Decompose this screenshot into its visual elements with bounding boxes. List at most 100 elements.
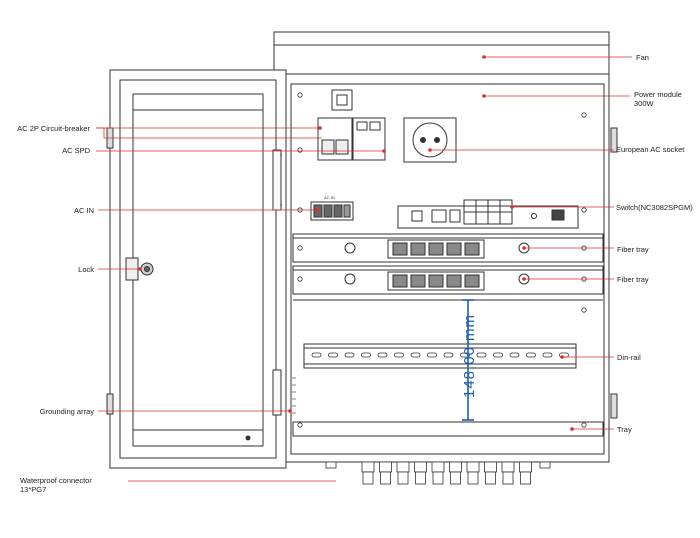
cable-gland	[449, 461, 462, 473]
cable-gland-nut	[397, 471, 409, 485]
label-text: Tray	[617, 425, 632, 434]
label-power-module: Power module 300W	[634, 90, 682, 108]
label-switch: Switch(NC3082SPGM)	[616, 203, 693, 212]
cable-gland	[361, 461, 375, 473]
leader-dot	[382, 149, 386, 153]
leader-dot	[510, 205, 514, 209]
label-text: AC 2P Circuit-breaker	[17, 124, 90, 133]
cable-gland-nut	[362, 471, 374, 485]
label-text: Power module	[634, 90, 682, 99]
mounting-bolt	[297, 147, 303, 153]
leader-dot	[522, 246, 526, 250]
mounting-bolt	[581, 422, 587, 428]
label-text: Fiber tray	[617, 245, 649, 254]
cable-gland	[414, 461, 427, 473]
leader-dot	[138, 267, 142, 271]
label-ac-spd: AC SPD	[4, 146, 90, 155]
mounting-bolt	[581, 207, 587, 213]
din-rail-slot	[526, 352, 536, 358]
label-fan: Fan	[636, 53, 649, 62]
door-screw	[245, 435, 251, 441]
din-rail-slot	[542, 352, 553, 358]
din-rail-slot	[476, 352, 487, 358]
mounting-bolt	[581, 112, 587, 118]
label-text: Din-rail	[617, 353, 641, 362]
mounting-bolt	[297, 92, 303, 98]
cable-gland-nut	[450, 471, 461, 485]
label-ac-2p-circuit-breaker: AC 2P Circuit-breaker	[4, 124, 90, 133]
door-window-bottom	[132, 429, 264, 447]
label-text: European AC socket	[616, 145, 685, 154]
dimension-148mm	[462, 299, 474, 421]
label-waterproof-connector: Waterproof connector 13*PG7	[20, 476, 130, 494]
label-text: AC IN	[73, 206, 94, 215]
dimension-label: 148.00 mm	[461, 313, 478, 398]
cabinet-inner	[290, 83, 605, 455]
leader-dot	[428, 148, 432, 152]
label-text: Grounding array	[39, 407, 94, 416]
label-text: Lock	[78, 265, 94, 274]
cable-gland	[501, 461, 515, 473]
cable-gland	[379, 461, 392, 473]
label-text: Fan	[636, 53, 649, 62]
cable-gland-nut	[520, 471, 531, 485]
label-text: 300W	[634, 99, 654, 108]
fan-housing	[273, 31, 610, 75]
label-tray: Tray	[617, 425, 632, 434]
mounting-bolt	[297, 422, 303, 428]
label-text: Fiber tray	[617, 275, 649, 284]
din-rail-slot	[427, 352, 437, 358]
mounting-bolt	[297, 276, 303, 282]
label-text: Waterproof connector	[20, 476, 92, 485]
mounting-bolt	[581, 307, 587, 313]
leader-dot	[560, 355, 564, 359]
right-hinge-top	[610, 127, 618, 153]
label-grounding-array: Grounding array	[4, 407, 94, 416]
door-hinge-bottom	[106, 393, 114, 415]
din-rail-slot	[361, 352, 371, 358]
ac-in-terminal-label: AC IN	[324, 195, 335, 200]
bottom-tray	[292, 421, 604, 437]
label-ac-in: AC IN	[4, 206, 94, 215]
label-fiber-tray-2: Fiber tray	[617, 275, 649, 284]
leader-dot	[318, 126, 322, 130]
din-rail-slot	[394, 352, 404, 358]
cable-gland	[431, 461, 445, 473]
leader-line-breaker	[96, 127, 322, 139]
label-text: AC SPD	[62, 146, 90, 155]
cable-gland	[484, 461, 497, 473]
leader-dot	[482, 55, 486, 59]
cable-gland-nut	[415, 471, 426, 485]
din-rail-slot	[328, 352, 338, 358]
label-text: 13*PG7	[20, 485, 47, 494]
din-rail-slot	[311, 352, 322, 358]
din-rail-slot	[377, 352, 388, 358]
cable-gland	[396, 461, 410, 473]
label-fiber-tray-1: Fiber tray	[617, 245, 649, 254]
leader-dot	[570, 427, 574, 431]
leader-dot	[316, 208, 320, 212]
cable-gland-nut	[467, 471, 479, 485]
mounting-bolt	[297, 245, 303, 251]
cable-gland	[519, 461, 532, 473]
cable-gland-nut	[502, 471, 514, 485]
cable-gland-nut	[432, 471, 444, 485]
cable-gland	[466, 461, 480, 473]
cable-gland-nut	[380, 471, 391, 485]
right-hinge-bottom	[610, 393, 618, 419]
label-din-rail: Din-rail	[617, 353, 641, 362]
leader-dot	[288, 409, 292, 413]
din-rail-slot	[443, 352, 454, 358]
cable-gland	[539, 461, 551, 469]
din-rail-slot	[410, 352, 421, 358]
din-rail-slot	[493, 352, 503, 358]
label-text: Switch(NC3082SPGM)	[616, 203, 693, 212]
din-rail-slot	[344, 352, 355, 358]
leader-dot	[482, 94, 486, 98]
power-module-box	[331, 89, 353, 111]
label-lock: Lock	[4, 265, 94, 274]
label-european-ac-socket: European AC socket	[616, 145, 684, 154]
leader-dot	[522, 277, 526, 281]
